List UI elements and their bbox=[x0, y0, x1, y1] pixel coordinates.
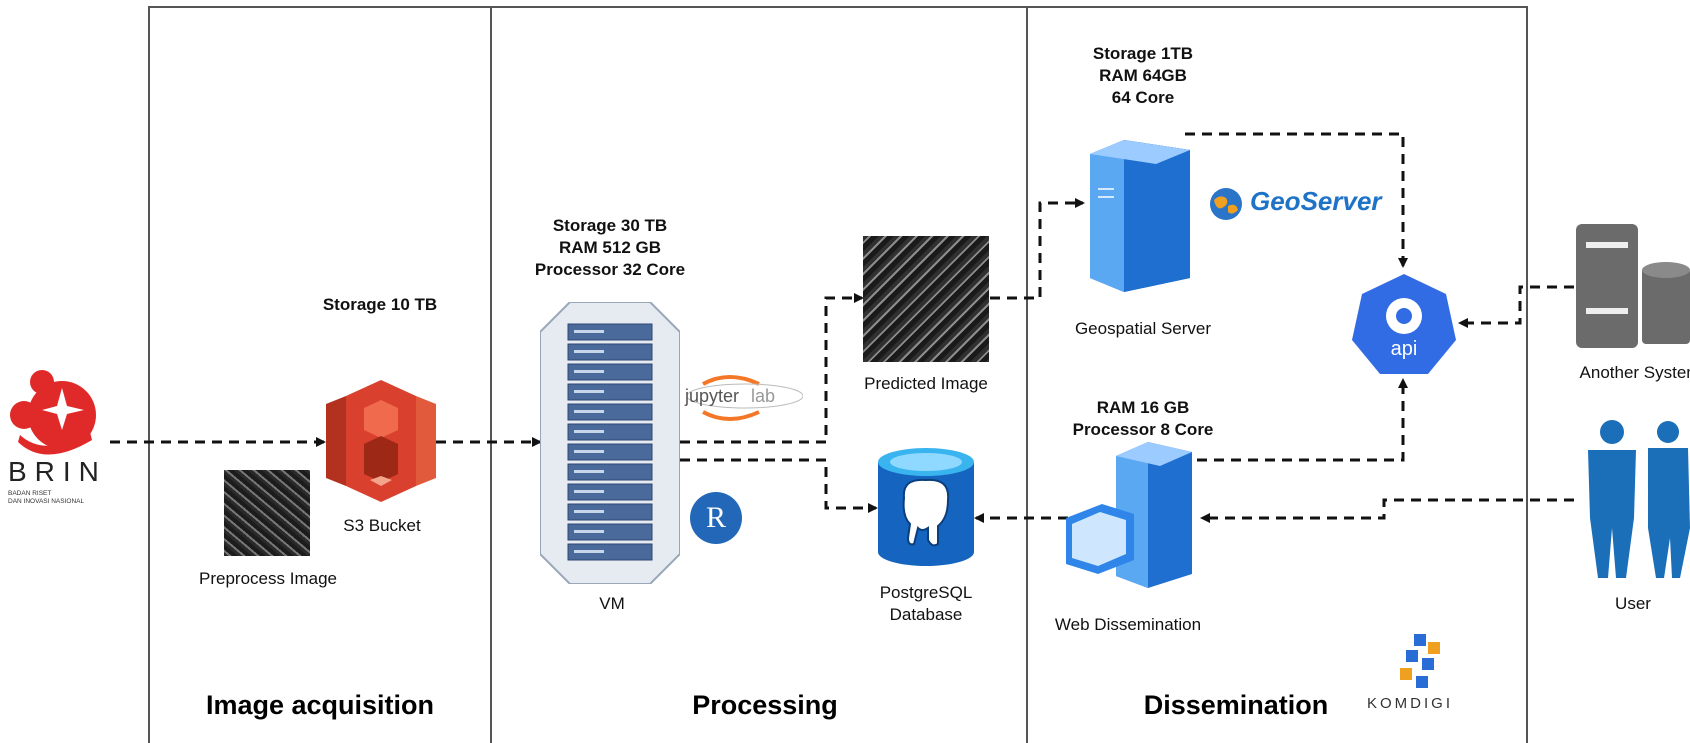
postgresql-label: PostgreSQL Database bbox=[880, 582, 973, 626]
komdigi-text: KOMDIGI bbox=[1367, 695, 1454, 712]
r-logo-icon: R bbox=[690, 492, 742, 544]
brin-logo: BRIN BADAN RISET DAN INOVASI NASIONAL bbox=[0, 370, 120, 510]
edge-another-api bbox=[1458, 285, 1574, 328]
jupyter-lab-text: lab bbox=[751, 386, 776, 406]
brin-tagline-1: BADAN RISET bbox=[8, 490, 52, 497]
postgresql-label-2: Database bbox=[889, 605, 963, 624]
edge-vm-postgres bbox=[680, 458, 878, 513]
lane-title-processing: Processing bbox=[692, 690, 838, 720]
edge-predicted-geoserver bbox=[990, 198, 1085, 300]
geospatial-server-icon bbox=[1090, 140, 1190, 292]
web-dissemination-label: Web Dissemination bbox=[1054, 615, 1202, 634]
vm-spec-storage: Storage 30 TB bbox=[552, 216, 668, 235]
predicted-image-thumbnail bbox=[863, 236, 989, 362]
edge-user-web bbox=[1200, 498, 1574, 523]
edge-web-api bbox=[1180, 378, 1408, 462]
edge-vm-predicted bbox=[680, 293, 864, 444]
brin-tagline: BADAN RISET DAN INOVASI NASIONAL bbox=[8, 490, 84, 506]
geoserver-spec-storage: Storage 1TB bbox=[1092, 44, 1194, 63]
s3-spec: Storage 10 TB bbox=[322, 295, 438, 314]
lanes-top-border bbox=[149, 6, 1528, 8]
geospatial-server-label: Geospatial Server bbox=[1074, 319, 1212, 338]
vm-spec-processor: Processor 32 Core bbox=[534, 260, 686, 279]
web-dissemination-server-icon bbox=[1062, 442, 1192, 594]
vm-label: VM bbox=[599, 594, 625, 613]
jupyter-text: jupyter bbox=[685, 386, 740, 406]
preprocess-image-label: Preprocess Image bbox=[199, 569, 337, 588]
web-spec-processor: Processor 8 Core bbox=[1072, 420, 1214, 439]
user-people-icon bbox=[1576, 418, 1690, 580]
vm-spec: Storage 30 TB RAM 512 GB Processor 32 Co… bbox=[535, 215, 685, 281]
another-system-label: Another System bbox=[1579, 363, 1690, 382]
lane-title-dissemination: Dissemination bbox=[1143, 690, 1329, 720]
postgresql-database-icon bbox=[878, 448, 974, 566]
preprocess-image-thumbnail bbox=[224, 470, 310, 556]
brin-tagline-2: DAN INOVASI NASIONAL bbox=[8, 498, 85, 505]
vm-rack-icon bbox=[539, 301, 681, 585]
another-system-server-icon bbox=[1576, 224, 1690, 348]
geoserver-spec-core: 64 Core bbox=[1111, 88, 1175, 107]
geoserver-spec: Storage 1TB RAM 64GB 64 Core bbox=[1093, 43, 1193, 109]
lane-divider-4 bbox=[1526, 6, 1528, 743]
postgresql-label-1: PostgreSQL bbox=[879, 583, 973, 602]
brin-mark-icon bbox=[10, 370, 96, 455]
geoserver-globe-icon bbox=[1208, 186, 1244, 222]
brin-name: BRIN bbox=[8, 456, 107, 487]
user-label: User bbox=[1615, 594, 1651, 613]
s3-bucket-icon bbox=[326, 380, 436, 502]
lane-divider-2 bbox=[490, 6, 492, 743]
web-spec-ram: RAM 16 GB bbox=[1096, 398, 1190, 417]
s3-bucket-label: S3 Bucket bbox=[343, 516, 421, 535]
lane-divider-3 bbox=[1026, 6, 1028, 743]
geoserver-brand: GeoServer bbox=[1250, 186, 1382, 216]
lane-divider-1 bbox=[148, 6, 150, 743]
geoserver-spec-ram: RAM 64GB bbox=[1099, 66, 1187, 85]
api-hexagon-icon: api bbox=[1352, 272, 1456, 376]
vm-spec-ram: RAM 512 GB bbox=[558, 238, 662, 257]
api-label: api bbox=[1390, 338, 1418, 360]
jupyterlab-logo: jupyter lab bbox=[685, 372, 804, 422]
predicted-image-label: Predicted Image bbox=[864, 374, 988, 393]
komdigi-logo-icon bbox=[1394, 634, 1448, 690]
web-spec: RAM 16 GB Processor 8 Core bbox=[1073, 397, 1214, 441]
lane-title-acquisition: Image acquisition bbox=[205, 690, 435, 720]
edge-geoserver-api bbox=[1185, 132, 1408, 268]
